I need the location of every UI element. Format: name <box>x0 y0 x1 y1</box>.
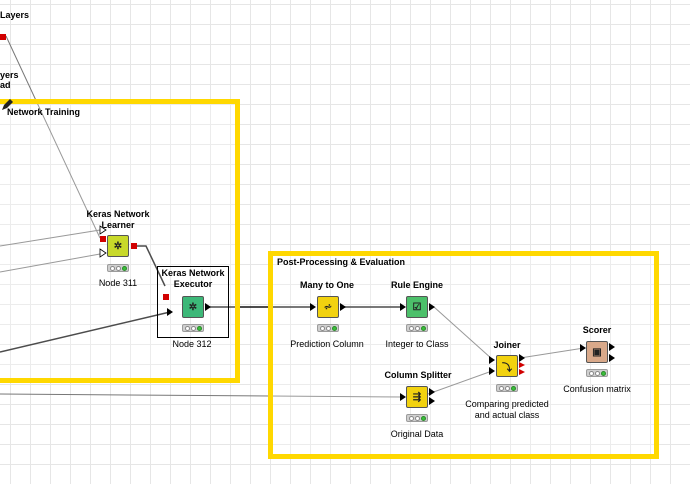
node-title: Many to One <box>299 280 354 290</box>
wire-left-to-learner-1 <box>0 229 101 247</box>
status-traffic-light <box>317 324 339 332</box>
status-traffic-light <box>496 384 518 392</box>
input-port-data[interactable] <box>400 393 406 401</box>
layers-output-port[interactable] <box>0 34 6 40</box>
node-selection-box <box>157 266 229 338</box>
wire-splitter-to-joiner <box>427 370 493 395</box>
status-traffic-light <box>586 369 608 377</box>
output-port-data[interactable] <box>205 303 211 311</box>
output-port-right-unmatched[interactable] <box>519 369 525 375</box>
pencil-icon <box>2 99 13 110</box>
input-port-data[interactable] <box>400 303 406 311</box>
keras-executor-icon: ✲ <box>182 296 204 318</box>
wire-left-to-learner-2 <box>0 253 101 273</box>
many-to-one-icon: ⩫ <box>317 296 339 318</box>
data-input-ports[interactable] <box>99 225 107 259</box>
input-port-model[interactable] <box>100 236 106 242</box>
wire-left-to-executor <box>0 311 171 353</box>
output-port-model[interactable] <box>131 243 137 249</box>
status-traffic-light <box>182 324 204 332</box>
wire-left-to-splitter <box>0 393 405 398</box>
status-traffic-light <box>406 414 428 422</box>
input-port-data[interactable] <box>310 303 316 311</box>
layers-node-label-2: ad <box>0 80 11 90</box>
input-port-left[interactable] <box>489 356 495 364</box>
output-port-left-unmatched[interactable] <box>519 362 525 368</box>
input-port-right[interactable] <box>489 367 495 375</box>
wire-learner-to-executor <box>134 245 166 287</box>
node-label: Confusion matrix <box>563 384 631 394</box>
node-title: Column Splitter <box>384 370 452 380</box>
node-label: Original Data <box>390 429 444 439</box>
input-port-model[interactable] <box>163 294 169 300</box>
wire-joiner-to-scorer <box>519 347 585 359</box>
output-port-accuracy[interactable] <box>609 354 615 362</box>
wire-rule-to-joiner <box>433 306 493 360</box>
input-port-data[interactable] <box>580 344 586 352</box>
node-label: Node 311 <box>98 278 138 288</box>
column-splitter-icon: ⇶ <box>406 386 428 408</box>
node-title: Rule Engine <box>390 280 443 290</box>
node-title: Scorer <box>582 325 612 335</box>
output-port-top[interactable] <box>429 388 435 396</box>
layers-node-title: Layers <box>0 10 30 20</box>
annotation-post-processing-title: Post-Processing & Evaluation <box>277 257 406 267</box>
node-label: Integer to Class <box>385 339 449 349</box>
output-port-confusion-matrix[interactable] <box>609 343 615 351</box>
scorer-icon: ▣ <box>586 341 608 363</box>
layers-node-label-1: yers <box>0 70 19 80</box>
status-traffic-light <box>406 324 428 332</box>
node-label: Node 312 <box>172 339 212 349</box>
joiner-icon: ⤵ <box>496 355 518 377</box>
input-port-data[interactable] <box>166 307 174 317</box>
output-port-data[interactable] <box>340 303 346 311</box>
annotation-network-training-title: Network Training <box>7 107 81 117</box>
output-port-joined[interactable] <box>519 354 525 362</box>
node-title: Joiner <box>493 340 521 350</box>
output-port-bottom[interactable] <box>429 397 435 405</box>
keras-learner-icon: ✲ <box>107 235 129 257</box>
status-traffic-light <box>107 264 129 272</box>
wire-layers-to-learner <box>5 35 101 239</box>
rule-engine-icon: ☑ <box>406 296 428 318</box>
node-label: Prediction Column <box>290 339 364 349</box>
output-port-data[interactable] <box>429 303 435 311</box>
